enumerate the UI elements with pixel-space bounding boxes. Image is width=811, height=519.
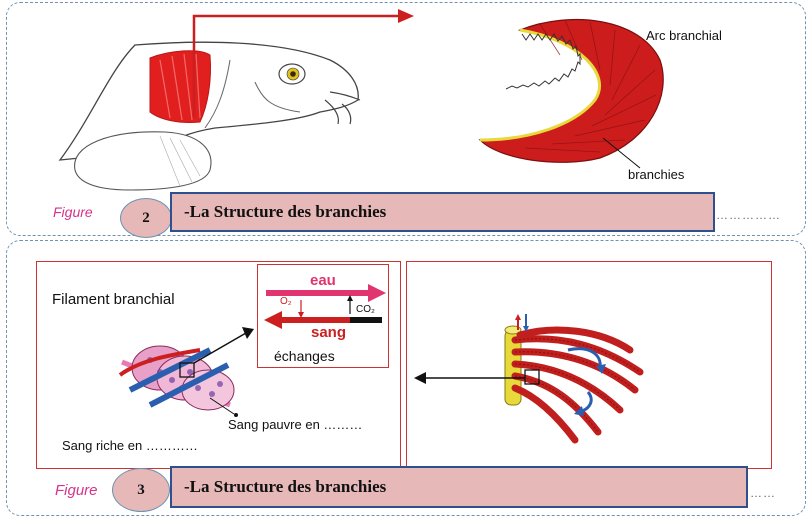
co2-label: CO₂: [356, 304, 375, 315]
figure-2-trail-dots: ……………: [716, 208, 781, 222]
sang-pauvre-label: Sang pauvre en ………: [228, 417, 363, 432]
figure-3-panel: [6, 240, 806, 516]
sang-riche-label: Sang riche en …………: [62, 438, 198, 453]
echanges-label: échanges: [274, 348, 335, 364]
figure-3-trail-dots: ……: [750, 486, 776, 500]
figure-2-panel: [6, 2, 806, 236]
o2-label: O₂: [280, 296, 292, 307]
figure-2-number: 2: [120, 198, 172, 238]
figure-2-label: Figure: [53, 204, 93, 220]
figure-2-title-banner: -La Structure des branchies: [170, 192, 715, 232]
filament-branchial-label: Filament branchial: [52, 291, 175, 308]
sang-label: sang: [311, 324, 347, 341]
arc-branchial-label: Arc branchial: [646, 28, 722, 43]
gill-structure-box: [406, 261, 772, 469]
figure-3-title-banner: -La Structure des branchies: [170, 466, 748, 508]
branchies-label: branchies: [628, 167, 685, 182]
figure-3-number: 3: [112, 468, 170, 512]
figure-3-label: Figure: [55, 482, 98, 499]
eau-label: eau: [310, 272, 336, 289]
